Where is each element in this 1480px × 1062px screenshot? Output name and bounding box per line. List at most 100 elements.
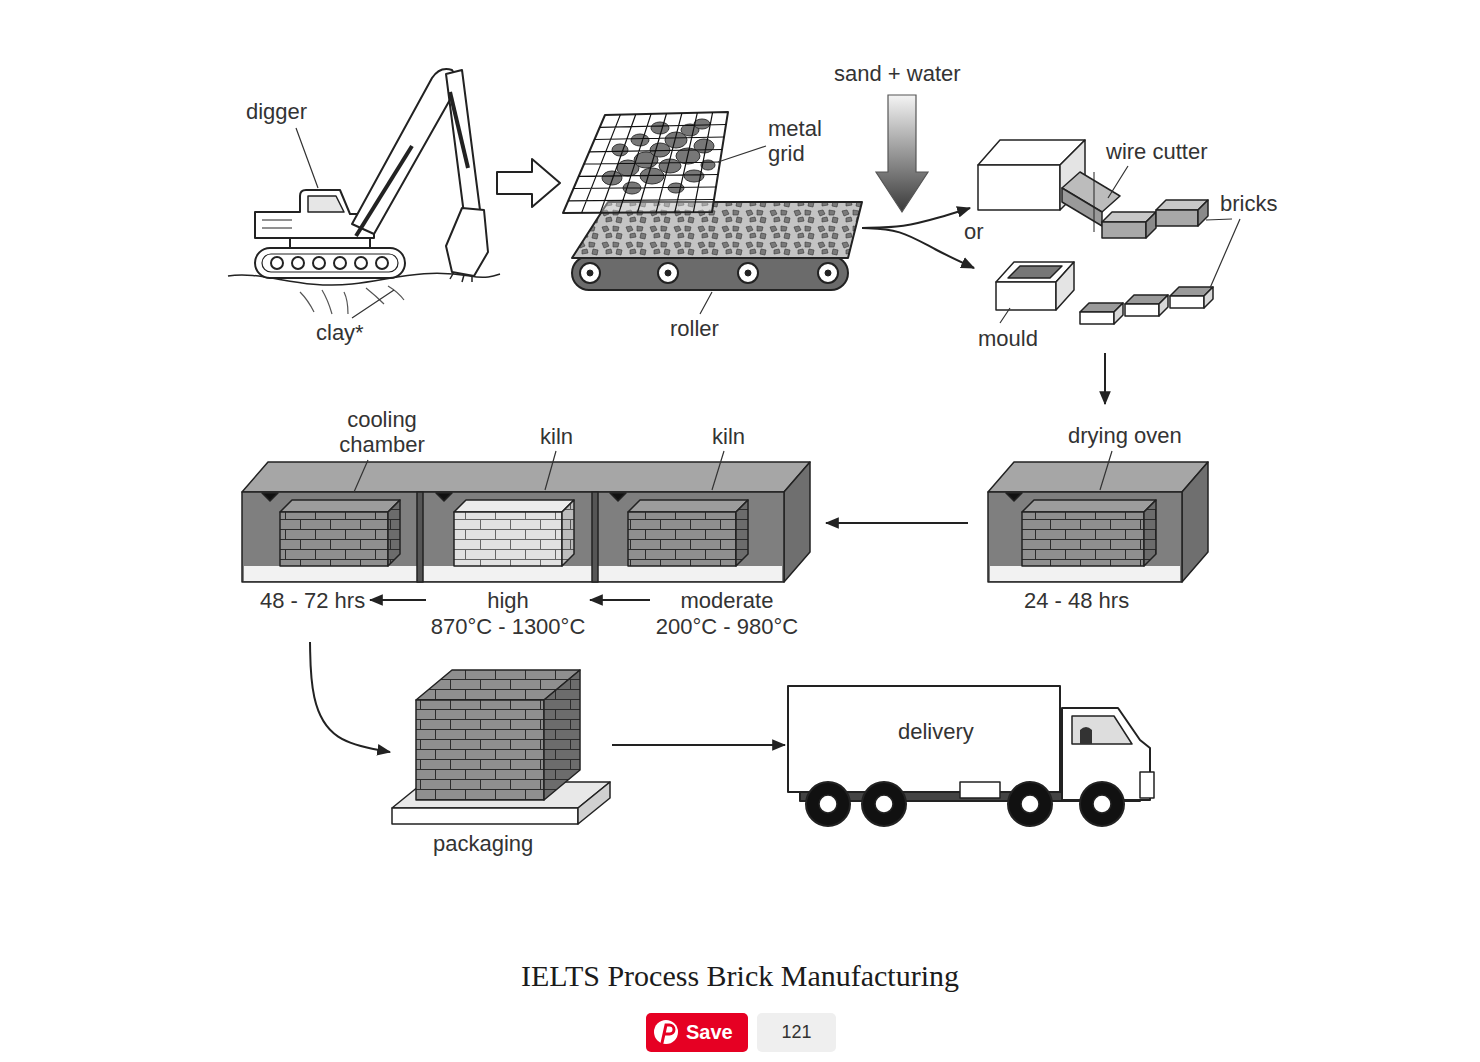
save-count: 121 (757, 1013, 836, 1052)
text-slot: roller (670, 316, 719, 341)
tray-side (1159, 295, 1168, 316)
digger-track-inner (262, 254, 398, 272)
truck-wheel (806, 782, 850, 826)
roller-wheel (658, 263, 678, 283)
text-slot: IELTS Process Brick Manufacturing (0, 958, 1480, 994)
leader-lines (296, 128, 1240, 492)
text-slot: kiln (540, 424, 573, 449)
text-slot: metal grid (768, 116, 832, 166)
node-text: wire cutter (1106, 139, 1207, 164)
digger-boom (352, 69, 460, 234)
bucket-teeth (450, 272, 472, 282)
node-text: packaging (433, 831, 533, 856)
metal-grid-frame (563, 112, 728, 213)
tray-front (1080, 312, 1114, 324)
truck-wheel (862, 782, 906, 826)
truck-tank (960, 782, 1000, 798)
packaging-pallet: packaging (390, 666, 612, 858)
node-text: Save (686, 1020, 733, 1045)
track-wheel (355, 257, 367, 269)
node-text: digger (246, 99, 307, 124)
tray-front (1170, 296, 1204, 308)
mould-stage: mould (974, 252, 1215, 353)
stack-top (1022, 500, 1156, 512)
mould-hollow (1008, 266, 1062, 278)
stack-side (388, 500, 400, 566)
stack-front (280, 512, 388, 566)
sand-water-arrow (876, 95, 928, 212)
mould-front (996, 282, 1056, 310)
wheel-hub (1021, 795, 1039, 813)
text-slot: 870°C - 1300°C (426, 614, 590, 639)
node-text: 24 - 48 hrs (1024, 588, 1129, 613)
text-slot: mould (978, 326, 1038, 351)
tray-side (1204, 287, 1213, 308)
node-text: 200°C - 980°C (656, 614, 798, 639)
text-slot: 121 (757, 1022, 836, 1043)
flow-arrow (370, 599, 426, 601)
stack-front (416, 700, 544, 800)
cut-brick-front (1156, 210, 1198, 226)
pinterest-logo-mark (662, 1025, 674, 1043)
text-slot: delivery (898, 719, 974, 744)
conveyor-band (572, 256, 848, 290)
roller-hub (745, 270, 751, 276)
text-slot: 200°C - 980°C (650, 614, 804, 639)
block-arrow (497, 159, 560, 207)
node-text: metal grid (768, 116, 832, 166)
roller-wheel (738, 263, 758, 283)
wheel-hub (1093, 795, 1111, 813)
mould-illustration (996, 262, 1213, 324)
pallet-front (392, 808, 578, 824)
text-slot: Save (686, 1020, 733, 1045)
node-text: 870°C - 1300°C (431, 614, 586, 639)
track-wheel (292, 257, 304, 269)
oven-side (1182, 462, 1208, 582)
cut-brick-side (1198, 200, 1208, 226)
figure-caption: IELTS Process Brick Manufacturing (521, 958, 959, 994)
cutting-wire (1094, 172, 1095, 232)
text-slot: sand + water (834, 61, 961, 86)
node-text: high (487, 588, 529, 613)
track-wheel (313, 257, 325, 269)
kiln-chamber: kiln moderate200°C - 980°C (650, 420, 826, 642)
node-text: 48 - 72 hrs (260, 588, 365, 613)
roller-illustration (563, 112, 862, 290)
part-label: bricks (1220, 191, 1277, 216)
flow-arrow (862, 228, 974, 268)
text-slot: kiln (712, 424, 745, 449)
metal-grid-lines (568, 112, 726, 212)
truck-illustration (788, 686, 1154, 826)
mould-side (1056, 262, 1074, 310)
tray-side (1114, 303, 1123, 324)
stick-cylinder (450, 92, 468, 168)
part-label: cooling chamber (332, 407, 432, 457)
truck-wheel (1008, 782, 1052, 826)
kiln-roof (242, 462, 810, 492)
cooling-chamber: 48 - 72 hrs (255, 462, 370, 642)
stack-top (454, 500, 574, 512)
flow-arrow (310, 642, 390, 752)
text-slot: moderate (650, 588, 804, 613)
count-ground (757, 1013, 836, 1052)
text-slot: drying oven (1068, 423, 1182, 448)
digger-bucket (446, 208, 488, 276)
truck-body (788, 686, 1060, 792)
delivery-truck: delivery (785, 683, 1160, 828)
stack-top (280, 500, 400, 512)
stack-side (736, 500, 748, 566)
extruder-front (978, 165, 1060, 210)
save-button-ground (646, 1013, 748, 1052)
clay-lumps (694, 139, 714, 153)
stack-side (544, 670, 580, 800)
node-text: moderate (681, 588, 774, 613)
oven-roof (988, 462, 1208, 492)
text-slot: 24 - 48 hrs (1024, 588, 1129, 613)
kiln-vent (262, 493, 278, 501)
truck-bumper (1140, 772, 1154, 798)
truck-wheel (1080, 782, 1124, 826)
choice-label: or (964, 219, 984, 244)
digger-grill (262, 220, 292, 228)
node-text: drying oven (1068, 423, 1182, 448)
